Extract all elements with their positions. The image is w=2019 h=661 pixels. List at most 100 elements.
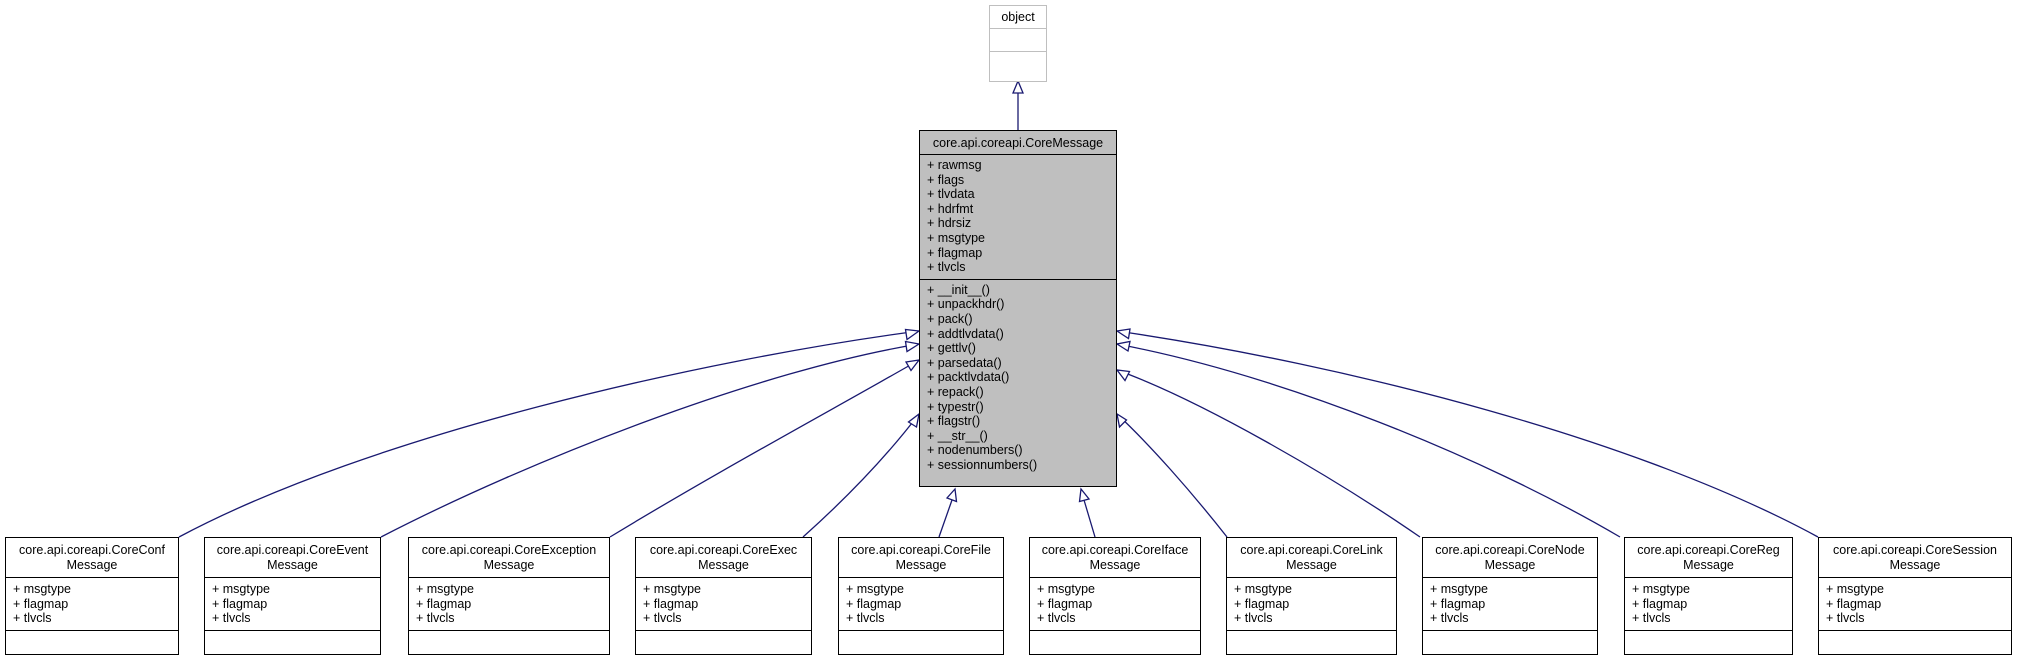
class-attributes: + msgtype + flagmap + tlvcls — [1625, 578, 1792, 631]
method: + repack() — [927, 384, 984, 399]
class-attributes: + msgtype + flagmap + tlvcls — [1819, 578, 2011, 631]
arrowhead-from-link — [1116, 412, 1128, 429]
class-attributes — [990, 29, 1046, 52]
attribute: + msgtype — [13, 582, 72, 596]
arrowhead-from-file — [945, 487, 958, 503]
class-name: object — [990, 6, 1046, 29]
attribute: + flagmap — [1826, 596, 1882, 611]
edge-exception-to-coremessage — [609, 359, 920, 538]
class-attributes: + msgtype + flagmap + tlvcls — [205, 578, 380, 631]
attribute: + flagmap — [1037, 596, 1093, 611]
method: + addtlvdata() — [927, 326, 1004, 341]
arrowhead-from-node — [1115, 369, 1131, 382]
edge-file-to-coremessage — [938, 499, 953, 538]
attribute: + hdrfmt — [927, 201, 974, 216]
class-attributes: + msgtype + flagmap + tlvcls — [6, 578, 178, 631]
method: + pack() — [927, 311, 973, 326]
class-methods — [1819, 631, 2011, 638]
arrowhead-from-exception — [904, 359, 921, 372]
class-attributes: + msgtype + flagmap + tlvcls — [636, 578, 811, 631]
class-methods — [636, 631, 811, 638]
attribute: + msgtype — [643, 582, 702, 596]
edge-event-to-coremessage — [380, 343, 920, 538]
attribute: + flagmap — [416, 596, 472, 611]
method: + __str__() — [927, 428, 988, 443]
edge-session-to-coremessage — [1116, 330, 1819, 538]
attribute: + msgtype — [416, 582, 475, 596]
method: + unpackhdr() — [927, 297, 1005, 312]
attribute: + msgtype — [1234, 582, 1293, 596]
attribute: + tlvcls — [846, 611, 885, 626]
attribute: + tlvcls — [1632, 611, 1671, 626]
class-core-message[interactable]: core.api.coreapi.CoreMessage + rawmsg + … — [919, 130, 1117, 487]
arrowhead-from-session — [1115, 328, 1131, 340]
attribute: + msgtype — [927, 230, 986, 245]
attribute: + tlvcls — [643, 611, 682, 626]
edge-exec-to-coremessage — [802, 413, 920, 538]
attribute: + rawmsg — [927, 158, 982, 172]
attribute: + msgtype — [1430, 582, 1489, 596]
arrowhead-from-conf — [904, 328, 921, 341]
attribute: + tlvcls — [1826, 611, 1865, 626]
edge-reg-to-coremessage — [1116, 343, 1621, 538]
edge-link-to-coremessage — [1116, 413, 1228, 538]
attribute: + msgtype — [212, 582, 271, 596]
attribute: + flagmap — [212, 596, 268, 611]
attribute: + flagmap — [927, 245, 983, 260]
attribute: + tlvcls — [927, 260, 966, 275]
class-attributes: + msgtype + flagmap + tlvcls — [1423, 578, 1597, 631]
arrowhead-to-object — [1012, 79, 1024, 94]
class-attributes: + msgtype + flagmap + tlvcls — [1030, 578, 1200, 631]
arrowhead-from-exec — [907, 412, 920, 429]
attribute: + tlvcls — [212, 611, 251, 626]
class-attributes: + msgtype + flagmap + tlvcls — [1227, 578, 1396, 631]
class-attributes: + rawmsg + flags + tlvdata + hdrfmt + hd… — [920, 155, 1116, 280]
method: + typestr() — [927, 399, 984, 414]
attribute: + msgtype — [1632, 582, 1691, 596]
method: + sessionnumbers() — [927, 457, 1038, 472]
attribute: + flagmap — [1632, 596, 1688, 611]
class-methods — [1227, 631, 1396, 638]
class-methods — [839, 631, 1003, 638]
edge-conf-to-coremessage — [178, 330, 920, 538]
class-object[interactable]: object — [989, 5, 1047, 82]
attribute: + msgtype — [1826, 582, 1885, 596]
attribute: + msgtype — [846, 582, 905, 596]
attribute: + tlvcls — [1234, 611, 1273, 626]
arrowhead-from-reg — [1115, 340, 1131, 353]
class-methods — [6, 631, 178, 638]
edge-node-to-coremessage — [1116, 369, 1421, 538]
edge-iface-to-coremessage — [1083, 499, 1096, 538]
arrowhead-from-iface — [1078, 487, 1091, 503]
method: + gettlv() — [927, 341, 976, 356]
method: + __init__() — [927, 282, 990, 297]
class-methods — [409, 631, 609, 638]
class-methods — [1030, 631, 1200, 638]
attribute: + tlvdata — [927, 187, 975, 202]
class-methods — [1423, 631, 1597, 638]
method: + flagstr() — [927, 414, 981, 429]
attribute: + tlvcls — [1430, 611, 1469, 626]
class-name: core.api.coreapi.CoreMessage — [920, 131, 1116, 155]
arrowhead-from-event — [904, 340, 921, 353]
attribute: + flags — [927, 172, 965, 187]
attribute: + tlvcls — [416, 611, 455, 626]
